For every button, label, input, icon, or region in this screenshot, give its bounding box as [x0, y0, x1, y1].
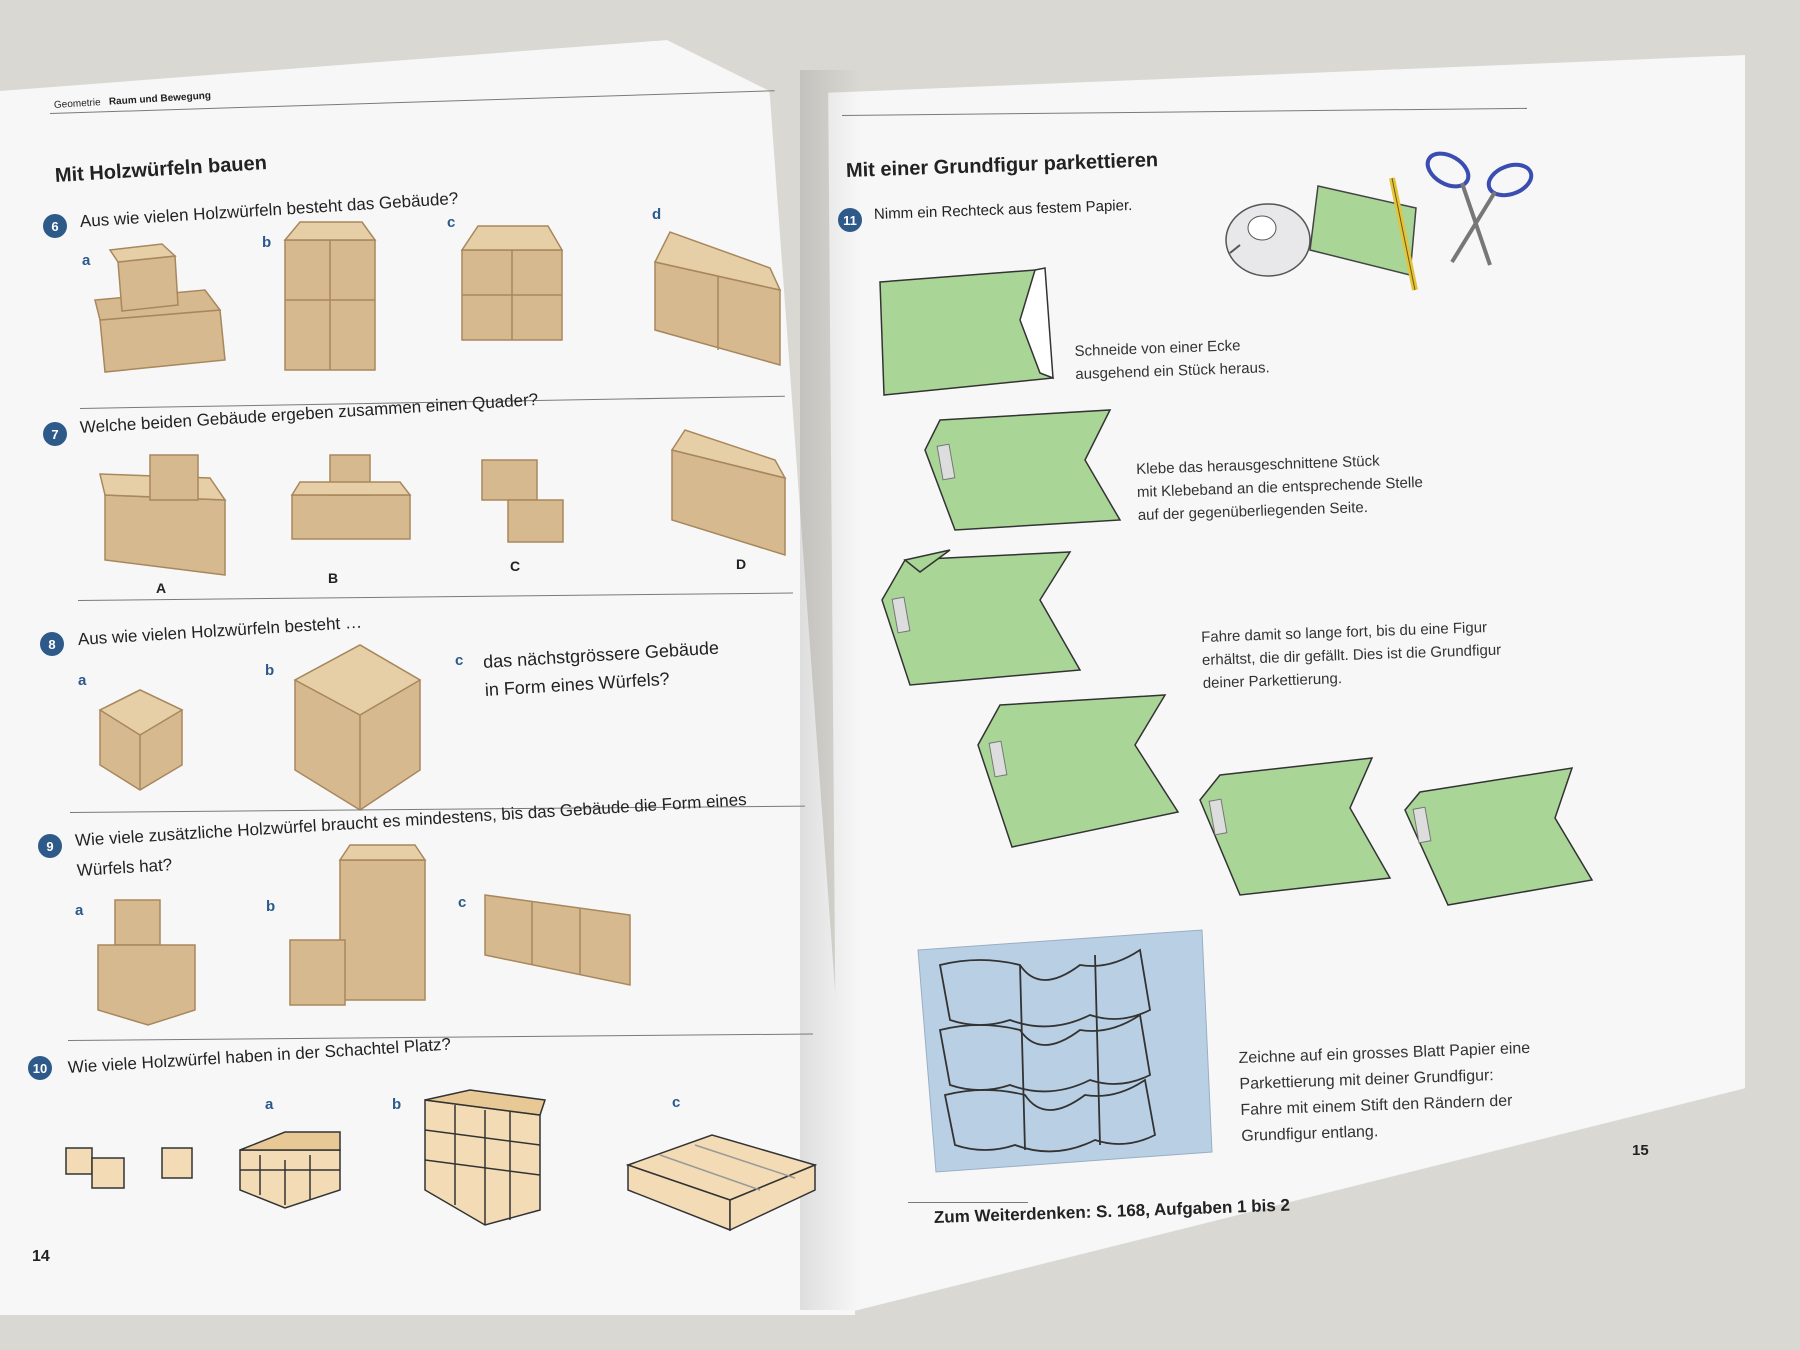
pencil-icon	[1389, 177, 1418, 291]
box-10b	[424, 1089, 546, 1226]
building-8b	[293, 644, 422, 811]
building-9c	[484, 894, 631, 986]
step-cut-text: Schneide von einer Ecke ausgehend ein St…	[1074, 333, 1270, 386]
paper-steps-illustration	[879, 267, 1594, 906]
task-10-label-b: b	[392, 1096, 402, 1113]
task-8-label-a: a	[78, 672, 87, 689]
task-6-label-d: d	[652, 206, 662, 223]
building-7C	[481, 459, 564, 543]
task-8-label-b: b	[265, 662, 275, 679]
right-page-number: 15	[1632, 1142, 1649, 1159]
task-7-label-B: B	[328, 570, 339, 586]
task-number-11: 11	[838, 208, 862, 232]
building-9a	[97, 899, 196, 1026]
tape-dispenser-icon	[1225, 203, 1311, 277]
building-8a	[98, 689, 184, 791]
step-continue-paper	[881, 549, 1082, 686]
task-6-label-b: b	[262, 234, 272, 251]
step-tape-paper	[924, 409, 1122, 531]
task-9-cube-figures	[97, 844, 631, 1026]
task-6-label-a: a	[82, 252, 91, 269]
loose-cubes	[65, 1147, 193, 1189]
task-number-7: 7	[43, 422, 67, 446]
building-6c	[460, 225, 564, 341]
task-7-label-D: D	[736, 556, 747, 572]
task-7-label-A: A	[156, 580, 167, 596]
task-7-cube-figures	[99, 429, 787, 576]
building-6d	[653, 231, 782, 366]
building-7A	[99, 454, 227, 576]
left-page-number: 14	[32, 1248, 50, 1265]
building-6a	[94, 243, 226, 373]
task-number-8: 8	[40, 632, 64, 656]
task-number-10: 10	[28, 1056, 52, 1080]
task-9-label-a: a	[75, 902, 84, 919]
step-continue-text: Fahre damit so lange fort, bis du eine F…	[1201, 616, 1503, 695]
building-6b	[283, 221, 377, 371]
task-10-box-figures	[65, 1089, 818, 1232]
step-cut-paper	[879, 267, 1054, 396]
building-7D	[670, 429, 787, 557]
book-spine	[800, 70, 860, 1310]
task-number-6: 6	[43, 214, 67, 238]
step-finished-shapes	[977, 694, 1594, 906]
building-7B	[290, 454, 412, 540]
task-8-cube-figures	[98, 644, 422, 811]
step-tape-text: Klebe das herausgeschnittene Stück mit K…	[1136, 448, 1424, 527]
step-draw-text: Zeichne auf ein grosses Blatt Papier ein…	[1238, 1036, 1533, 1150]
task-6-label-c: c	[447, 214, 456, 231]
materials-illustration	[1225, 151, 1534, 291]
box-10a	[239, 1131, 341, 1209]
task-10-label-c: c	[672, 1094, 681, 1111]
footer-rule	[908, 1202, 1028, 1203]
task-number-9: 9	[38, 834, 62, 858]
task-9-label-c: c	[458, 894, 467, 911]
task-6-cube-figures	[94, 221, 782, 373]
task-7-label-C: C	[510, 558, 521, 574]
task-10-label-a: a	[265, 1096, 274, 1113]
box-10c	[625, 1134, 818, 1232]
tessellation-image	[917, 929, 1213, 1173]
task-8-label-c: c	[455, 652, 464, 669]
task-9-label-b: b	[266, 898, 276, 915]
building-9b	[289, 844, 427, 1006]
scissors-icon	[1425, 151, 1534, 266]
